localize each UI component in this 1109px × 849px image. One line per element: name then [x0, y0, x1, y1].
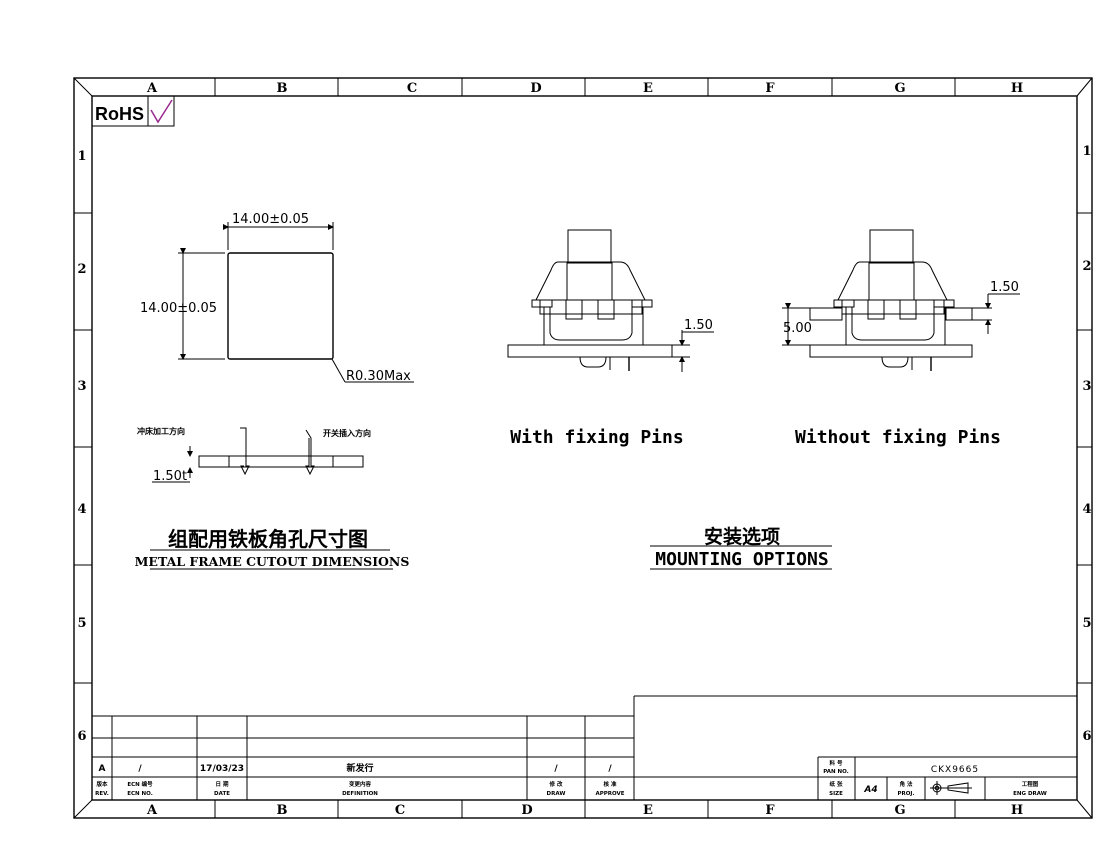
radius-dimension: R0.30Max — [346, 369, 411, 384]
projection-symbol-icon — [930, 781, 972, 795]
eng-label-cn: 工程图 — [1022, 780, 1039, 788]
drawing-frame: A B C D E F G H A B C D E F G H 1 2 3 4 … — [73, 77, 1093, 819]
width-dimension: 14.00±0.05 — [232, 212, 309, 227]
header-en: DEFINITION — [342, 791, 378, 797]
header-en: REV. — [95, 791, 109, 797]
header-cn: 核 准 — [604, 780, 617, 788]
col-label: B — [277, 81, 288, 96]
row-label: 2 — [1082, 259, 1091, 274]
col-label: H — [1011, 803, 1023, 818]
col-label: B — [277, 803, 288, 818]
header-cn: 修 改 — [549, 780, 563, 788]
check-icon — [150, 99, 173, 124]
row-label: 6 — [77, 729, 86, 744]
row-label: 3 — [1082, 379, 1091, 394]
header-en: APPROVE — [595, 791, 624, 797]
col-label: F — [765, 803, 775, 818]
col-label: E — [643, 81, 653, 96]
col-label: A — [146, 803, 158, 818]
ecn-value: / — [138, 764, 142, 774]
revision-table: A / 17/03/23 新发行 / / 版本 REV. ECN 编号 ECN … — [92, 695, 1077, 800]
size-label-cn: 纸 张 — [830, 780, 843, 788]
proj-label-cn: 角 法 — [900, 780, 913, 788]
with-pins-dimension: 1.50 — [684, 318, 713, 333]
col-label: D — [530, 81, 541, 96]
row-label: 5 — [1082, 616, 1091, 631]
col-label: D — [521, 803, 532, 818]
size-label-en: SIZE — [829, 791, 843, 797]
plate-dimension: 1.50 — [990, 280, 1019, 295]
row-label: 3 — [77, 379, 86, 394]
gap-dimension: 5.00 — [783, 321, 812, 336]
cutout-title-cn: 组配用铁板角孔尺寸图 — [168, 527, 368, 551]
cutout-drawing: 14.00±0.05 14.00±0.05 R0.30Max 冲床加工方向 开关… — [135, 212, 414, 570]
cutout-title-en: METAL FRAME CUTOUT DIMENSIONS — [135, 554, 410, 569]
col-label: C — [407, 81, 417, 96]
header-cn: ECN 编号 — [127, 780, 153, 788]
mounting-title-cn: 安装选项 — [704, 525, 780, 548]
row-label: 2 — [77, 262, 86, 277]
header-cn: 日 期 — [216, 780, 229, 788]
rohs-mark: RoHS — [91, 95, 175, 127]
col-label: C — [395, 803, 405, 818]
switch-with-pins: 1.50 With fixing Pins — [507, 229, 714, 448]
without-pins-label: Without fixing Pins — [795, 427, 1001, 448]
header-en: ECN NO. — [127, 791, 153, 797]
col-label: A — [146, 81, 158, 96]
header-cn: 版本 — [95, 780, 108, 788]
with-pins-label: With fixing Pins — [510, 427, 683, 448]
rohs-label: RoHS — [95, 104, 144, 124]
row-label: 1 — [1082, 144, 1091, 159]
row-label: 1 — [77, 149, 86, 164]
eng-label-en: ENG DRAW — [1013, 791, 1047, 797]
rev-value: A — [99, 764, 106, 774]
header-cn: 变更内容 — [349, 780, 372, 788]
punch-direction-label: 冲床加工方向 — [137, 426, 185, 436]
row-label: 5 — [77, 616, 86, 631]
header-en: DRAW — [547, 791, 566, 797]
part-no-label-cn: 料 号 — [830, 759, 843, 767]
approve-value: / — [608, 764, 612, 774]
col-label: G — [894, 803, 905, 818]
row-label: 4 — [77, 502, 86, 517]
insert-direction-label: 开关插入方向 — [323, 428, 371, 438]
row-label: 6 — [1082, 729, 1091, 744]
proj-label-en: PROJ. — [897, 791, 914, 797]
col-label: G — [894, 81, 905, 96]
col-label: H — [1011, 81, 1023, 96]
header-en: DATE — [214, 791, 230, 797]
switch-without-pins: 5.00 1.50 Without fixing Pins — [782, 229, 1020, 448]
mounting-title-en: MOUNTING OPTIONS — [655, 549, 828, 570]
sheet-size: A4 — [863, 785, 877, 795]
date-value: 17/03/23 — [200, 764, 244, 774]
part-no-label-en: PAN NO. — [823, 769, 849, 775]
part-number: CKX9665 — [931, 765, 979, 775]
col-label: F — [765, 81, 775, 96]
height-dimension: 14.00±0.05 — [140, 301, 217, 316]
draw-value: / — [554, 764, 558, 774]
description-value: 新发行 — [346, 762, 373, 774]
title-block: 料 号 PAN NO. CKX9665 纸 张 SIZE A4 角 法 PROJ… — [817, 756, 1077, 800]
col-label: E — [643, 803, 653, 818]
thickness-dimension: 1.50t — [153, 469, 187, 484]
cutout-square — [227, 252, 334, 360]
row-label: 4 — [1082, 502, 1091, 517]
